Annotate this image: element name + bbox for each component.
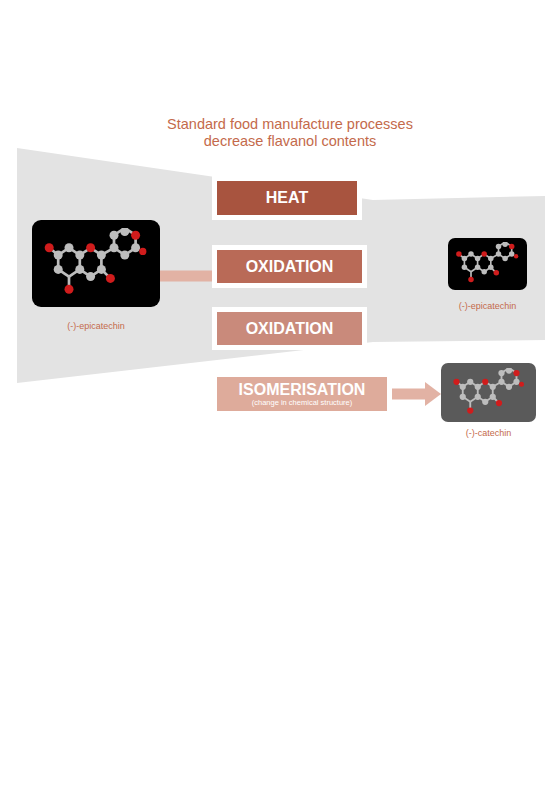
molecule-model	[456, 241, 518, 282]
process-arrow	[160, 276, 217, 277]
molecule-label: (-)-epicatechin	[12, 321, 180, 332]
funnel-shape	[17, 148, 545, 383]
process-label: HEAT	[266, 189, 308, 207]
process-box: HEAT	[217, 181, 357, 215]
process-note: (change in chemical structure)	[252, 399, 352, 407]
molecule-label: (-)-catechin	[421, 428, 556, 439]
process-label: ISOMERISATION	[239, 381, 366, 399]
arrow-path	[387, 389, 425, 400]
process-label: OXIDATION	[246, 258, 334, 276]
molecule-box	[441, 363, 536, 422]
molecule-box	[32, 220, 160, 307]
process-label: OXIDATION	[246, 320, 334, 338]
process-box: OXIDATION	[217, 250, 362, 283]
molecule-node: (-)-catechin	[441, 363, 536, 439]
molecule-box	[448, 238, 527, 290]
molecule-node: (-)-epicatechin	[32, 220, 160, 332]
molecule-model	[453, 367, 524, 413]
molecule-label: (-)-epicatechin	[428, 301, 547, 312]
process-arrow	[387, 394, 425, 395]
process-box: OXIDATION	[217, 312, 362, 345]
molecule-model	[45, 227, 147, 294]
arrow-path	[160, 271, 217, 282]
diagram-title: Standard food manufacture processes decr…	[160, 116, 420, 150]
molecule-node: (-)-epicatechin	[448, 238, 527, 312]
process-box: ISOMERISATION(change in chemical structu…	[217, 377, 387, 411]
